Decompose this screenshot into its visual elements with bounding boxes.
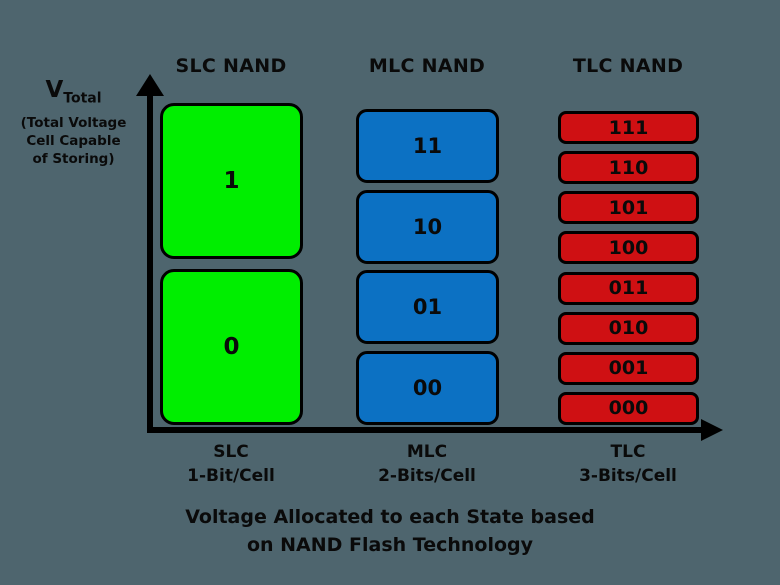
x-axis-arrow-icon xyxy=(701,419,723,441)
x-axis-caption-tlc: TLC 3-Bits/Cell xyxy=(548,440,708,488)
state-cell: 10 xyxy=(356,189,499,264)
figure-caption-line-2: on NAND Flash Technology xyxy=(246,534,534,556)
state-cell: 100 xyxy=(558,231,699,265)
state-cell: 101 xyxy=(558,191,699,225)
x-axis-caption-tlc-name: TLC xyxy=(610,442,646,462)
y-axis-symbol-main: V xyxy=(45,77,64,103)
x-axis-caption-mlc-name: MLC xyxy=(406,442,448,462)
cell-column-mlc: 11 10 01 00 xyxy=(356,109,499,425)
y-axis-description-line-1: (Total Voltage xyxy=(20,114,127,131)
state-cell: 010 xyxy=(558,311,699,345)
state-cell: 01 xyxy=(356,270,499,345)
state-cell: 00 xyxy=(356,350,499,425)
state-cell: 1 xyxy=(160,103,303,259)
state-cell: 0 xyxy=(160,269,303,425)
state-cell: 110 xyxy=(558,151,699,185)
state-cell: 111 xyxy=(558,111,699,144)
y-axis-line xyxy=(147,92,153,433)
state-cell: 000 xyxy=(558,391,699,425)
x-axis-caption-tlc-detail: 3-Bits/Cell xyxy=(579,466,677,486)
y-axis-label: VTotal (Total Voltage Cell Capable of St… xyxy=(6,78,141,168)
y-axis-arrow-icon xyxy=(136,74,164,96)
column-header-tlc: TLC NAND xyxy=(572,55,684,77)
figure-caption: Voltage Allocated to each State based on… xyxy=(110,503,670,559)
cell-column-slc: 1 0 xyxy=(160,103,303,425)
y-axis-symbol-subscript: Total xyxy=(63,90,102,107)
x-axis-caption-mlc: MLC 2-Bits/Cell xyxy=(347,440,507,488)
state-cell: 11 xyxy=(356,109,499,183)
y-axis-description-line-2: Cell Capable xyxy=(26,132,121,149)
y-axis-symbol: VTotal xyxy=(6,78,141,111)
x-axis-caption-mlc-detail: 2-Bits/Cell xyxy=(378,466,476,486)
cell-column-tlc: 111 110 101 100 011 010 001 000 xyxy=(558,111,699,425)
column-header-mlc: MLC NAND xyxy=(368,55,486,77)
x-axis-line xyxy=(147,427,707,433)
figure-caption-line-1: Voltage Allocated to each State based xyxy=(185,506,595,528)
y-axis-description: (Total Voltage Cell Capable of Storing) xyxy=(6,114,141,168)
state-cell: 001 xyxy=(558,351,699,385)
y-axis-description-line-3: of Storing) xyxy=(32,150,115,167)
state-cell: 011 xyxy=(558,271,699,305)
x-axis-caption-slc-detail: 1-Bit/Cell xyxy=(187,466,275,486)
x-axis-caption-slc-name: SLC xyxy=(213,442,249,462)
x-axis-caption-slc: SLC 1-Bit/Cell xyxy=(151,440,311,488)
column-header-slc: SLC NAND xyxy=(175,55,287,77)
